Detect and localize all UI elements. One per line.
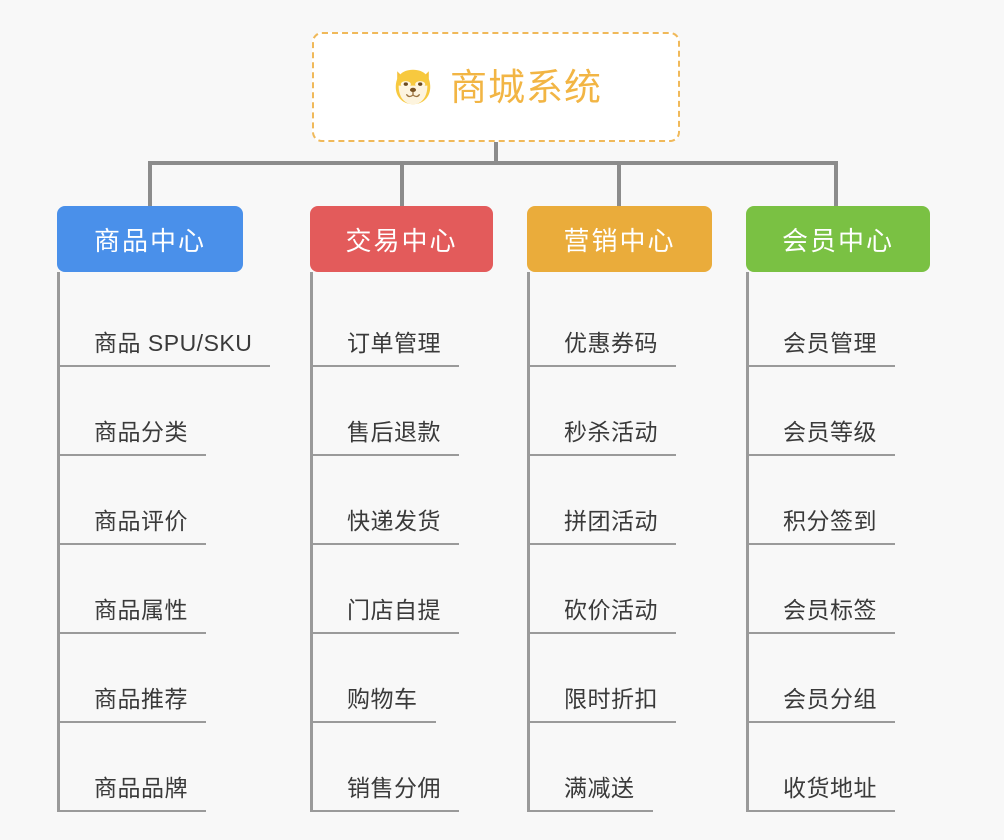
list-item[interactable]: 积分签到: [749, 456, 966, 545]
category-column-trade: 交易中心 订单管理 售后退款 快递发货 门店自提 购物车 销售分佣: [310, 206, 540, 812]
list-item[interactable]: 拼团活动: [530, 456, 747, 545]
leaf-label: 商品属性: [94, 597, 188, 623]
list-item[interactable]: 会员管理: [749, 278, 966, 367]
category-label: 会员中心: [781, 225, 894, 256]
category-header-marketing[interactable]: 营销中心: [527, 206, 712, 272]
category-header-product[interactable]: 商品中心: [57, 206, 243, 272]
connector-horizontal-bus: [148, 161, 838, 165]
list-item[interactable]: 门店自提: [313, 545, 540, 634]
list-item[interactable]: 优惠券码: [530, 278, 747, 367]
leaf-label: 销售分佣: [347, 775, 441, 801]
connector-drop-1: [148, 161, 152, 206]
list-item[interactable]: 购物车: [313, 634, 540, 723]
leaf-label: 积分签到: [783, 508, 877, 534]
leaf-label: 砍价活动: [564, 597, 658, 623]
leaf-label: 拼团活动: [564, 508, 658, 534]
leaf-label: 会员分组: [783, 686, 877, 712]
leaf-label: 收货地址: [783, 775, 877, 801]
list-item[interactable]: 收货地址: [749, 723, 966, 812]
list-item[interactable]: 会员标签: [749, 545, 966, 634]
leaf-label: 限时折扣: [564, 686, 658, 712]
leaf-list-trade: 订单管理 售后退款 快递发货 门店自提 购物车 销售分佣: [310, 272, 540, 812]
list-item[interactable]: 商品 SPU/SKU: [60, 278, 317, 367]
leaf-list-product: 商品 SPU/SKU 商品分类 商品评价 商品属性 商品推荐 商品品牌: [57, 272, 317, 812]
list-item[interactable]: 销售分佣: [313, 723, 540, 812]
leaf-label: 快递发货: [347, 508, 441, 534]
category-header-member[interactable]: 会员中心: [746, 206, 930, 272]
leaf-label: 购物车: [347, 686, 418, 712]
leaf-label: 商品评价: [94, 508, 188, 534]
list-item[interactable]: 会员等级: [749, 367, 966, 456]
connector-root-stem: [494, 142, 498, 164]
leaf-label: 商品分类: [94, 419, 188, 445]
list-item[interactable]: 商品属性: [60, 545, 317, 634]
shiba-dog-icon: [395, 69, 431, 105]
root-title: 商城系统: [450, 66, 602, 108]
category-label: 营销中心: [563, 225, 676, 256]
list-item[interactable]: 会员分组: [749, 634, 966, 723]
connector-drop-3: [617, 161, 621, 206]
list-item[interactable]: 限时折扣: [530, 634, 747, 723]
list-item[interactable]: 商品推荐: [60, 634, 317, 723]
leaf-label: 门店自提: [347, 597, 441, 623]
connector-drop-2: [400, 161, 404, 206]
list-item[interactable]: 订单管理: [313, 278, 540, 367]
list-item[interactable]: 商品分类: [60, 367, 317, 456]
leaf-list-member: 会员管理 会员等级 积分签到 会员标签 会员分组 收货地址: [746, 272, 966, 812]
leaf-label: 会员等级: [783, 419, 877, 445]
leaf-label: 售后退款: [347, 419, 441, 445]
leaf-label: 商品品牌: [94, 775, 188, 801]
category-column-member: 会员中心 会员管理 会员等级 积分签到 会员标签 会员分组 收货地址: [746, 206, 966, 812]
root-node[interactable]: 商城系统: [312, 32, 680, 142]
list-item[interactable]: 满减送: [530, 723, 747, 812]
leaf-list-marketing: 优惠券码 秒杀活动 拼团活动 砍价活动 限时折扣 满减送: [527, 272, 747, 812]
category-column-product: 商品中心 商品 SPU/SKU 商品分类 商品评价 商品属性 商品推荐 商品品牌: [57, 206, 317, 812]
leaf-label: 优惠券码: [564, 330, 658, 356]
leaf-label: 满减送: [564, 775, 635, 801]
list-item[interactable]: 商品评价: [60, 456, 317, 545]
list-item[interactable]: 快递发货: [313, 456, 540, 545]
category-label: 交易中心: [345, 225, 458, 256]
category-column-marketing: 营销中心 优惠券码 秒杀活动 拼团活动 砍价活动 限时折扣 满减送: [527, 206, 747, 812]
leaf-label: 商品推荐: [94, 686, 188, 712]
list-item[interactable]: 售后退款: [313, 367, 540, 456]
list-item[interactable]: 砍价活动: [530, 545, 747, 634]
connector-drop-4: [834, 161, 838, 206]
leaf-label: 商品 SPU/SKU: [94, 330, 253, 356]
leaf-label: 秒杀活动: [564, 419, 658, 445]
leaf-label: 会员标签: [783, 597, 877, 623]
list-item[interactable]: 商品品牌: [60, 723, 317, 812]
category-label: 商品中心: [93, 225, 206, 256]
leaf-label: 会员管理: [783, 330, 877, 356]
leaf-label: 订单管理: [347, 330, 441, 356]
category-header-trade[interactable]: 交易中心: [310, 206, 493, 272]
list-item[interactable]: 秒杀活动: [530, 367, 747, 456]
